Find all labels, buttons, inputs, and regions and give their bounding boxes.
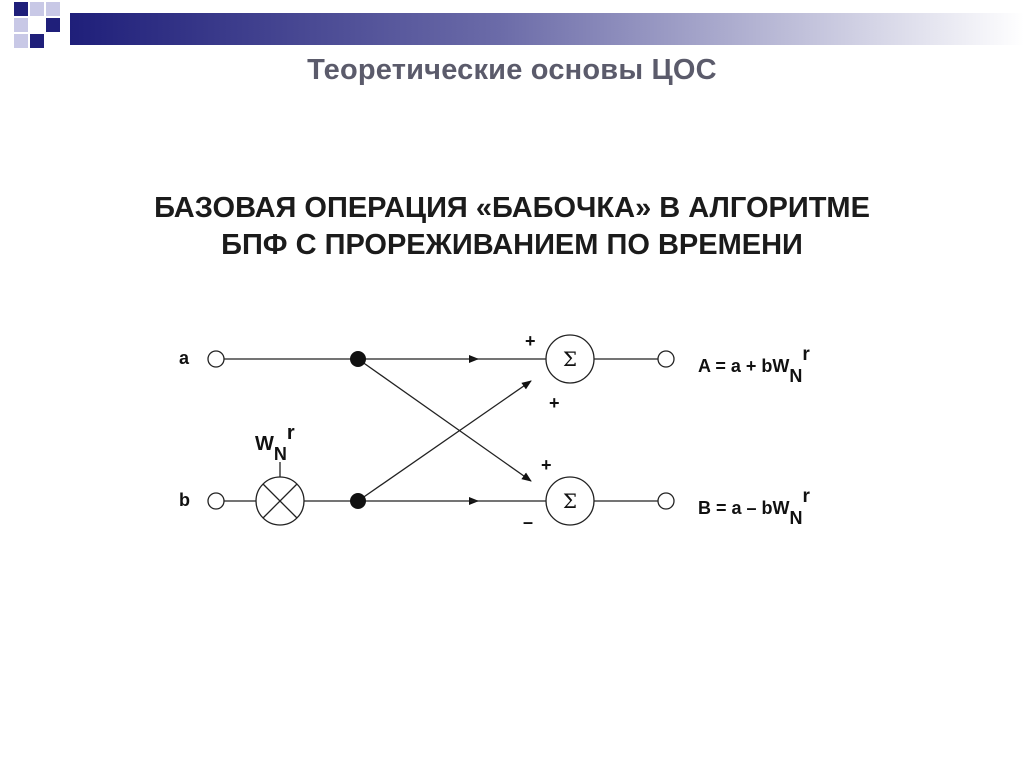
- twiddle-w: W: [255, 433, 274, 455]
- logo-square: [46, 2, 60, 16]
- output-b-main: B = a – bW: [698, 498, 790, 518]
- sum-symbol-top: Σ: [563, 347, 577, 371]
- diagram-heading-line-2: БПФ С ПРОРЕЖИВАНИЕМ ПО ВРЕМЕНИ: [221, 229, 803, 261]
- slide-title: Теоретические основы ЦОС: [307, 54, 717, 86]
- output-a-formula: A = a + bWNr: [698, 344, 810, 386]
- cross-line-down: [357, 358, 532, 482]
- output-a-main: A = a + bW: [698, 356, 789, 376]
- branch-node-top: [350, 351, 366, 367]
- logo-square: [30, 34, 44, 48]
- sum-symbol-bottom: Σ: [563, 489, 577, 513]
- input-b-terminal: [207, 492, 225, 510]
- output-b-sup: r: [803, 486, 811, 507]
- twiddle-n: N: [274, 444, 287, 464]
- twiddle-r: r: [287, 422, 295, 444]
- minus-sign-bottom: –: [523, 512, 533, 532]
- plus-sign-top-lower: +: [549, 393, 560, 413]
- twiddle-label: WNr: [255, 422, 295, 464]
- multiplier-cross: [262, 483, 298, 519]
- output-a-sub: N: [789, 366, 802, 386]
- cross-line-up: [357, 380, 532, 502]
- output-a-sup: r: [802, 344, 810, 365]
- plus-sign-bottom-upper: +: [541, 455, 552, 475]
- plus-sign-top-upper: +: [525, 331, 536, 351]
- logo-square: [14, 34, 28, 48]
- output-b-formula: B = a – bWNr: [698, 486, 811, 528]
- logo-square: [14, 18, 28, 32]
- logo-square: [46, 18, 60, 32]
- logo-square: [14, 2, 28, 16]
- output-b-terminal: [657, 492, 675, 510]
- input-a-terminal: [207, 350, 225, 368]
- logo-square: [30, 18, 44, 32]
- logo-square: [30, 2, 44, 16]
- input-b-label: b: [179, 490, 190, 510]
- branch-node-bottom: [350, 493, 366, 509]
- diagram-heading-line-1: БАЗОВАЯ ОПЕРАЦИЯ «БАБОЧКА» В АЛГОРИТМЕ: [154, 192, 870, 224]
- header-bar: [70, 13, 1024, 45]
- input-a-label: a: [179, 348, 190, 368]
- output-a-terminal: [657, 350, 675, 368]
- output-b-sub: N: [790, 508, 803, 528]
